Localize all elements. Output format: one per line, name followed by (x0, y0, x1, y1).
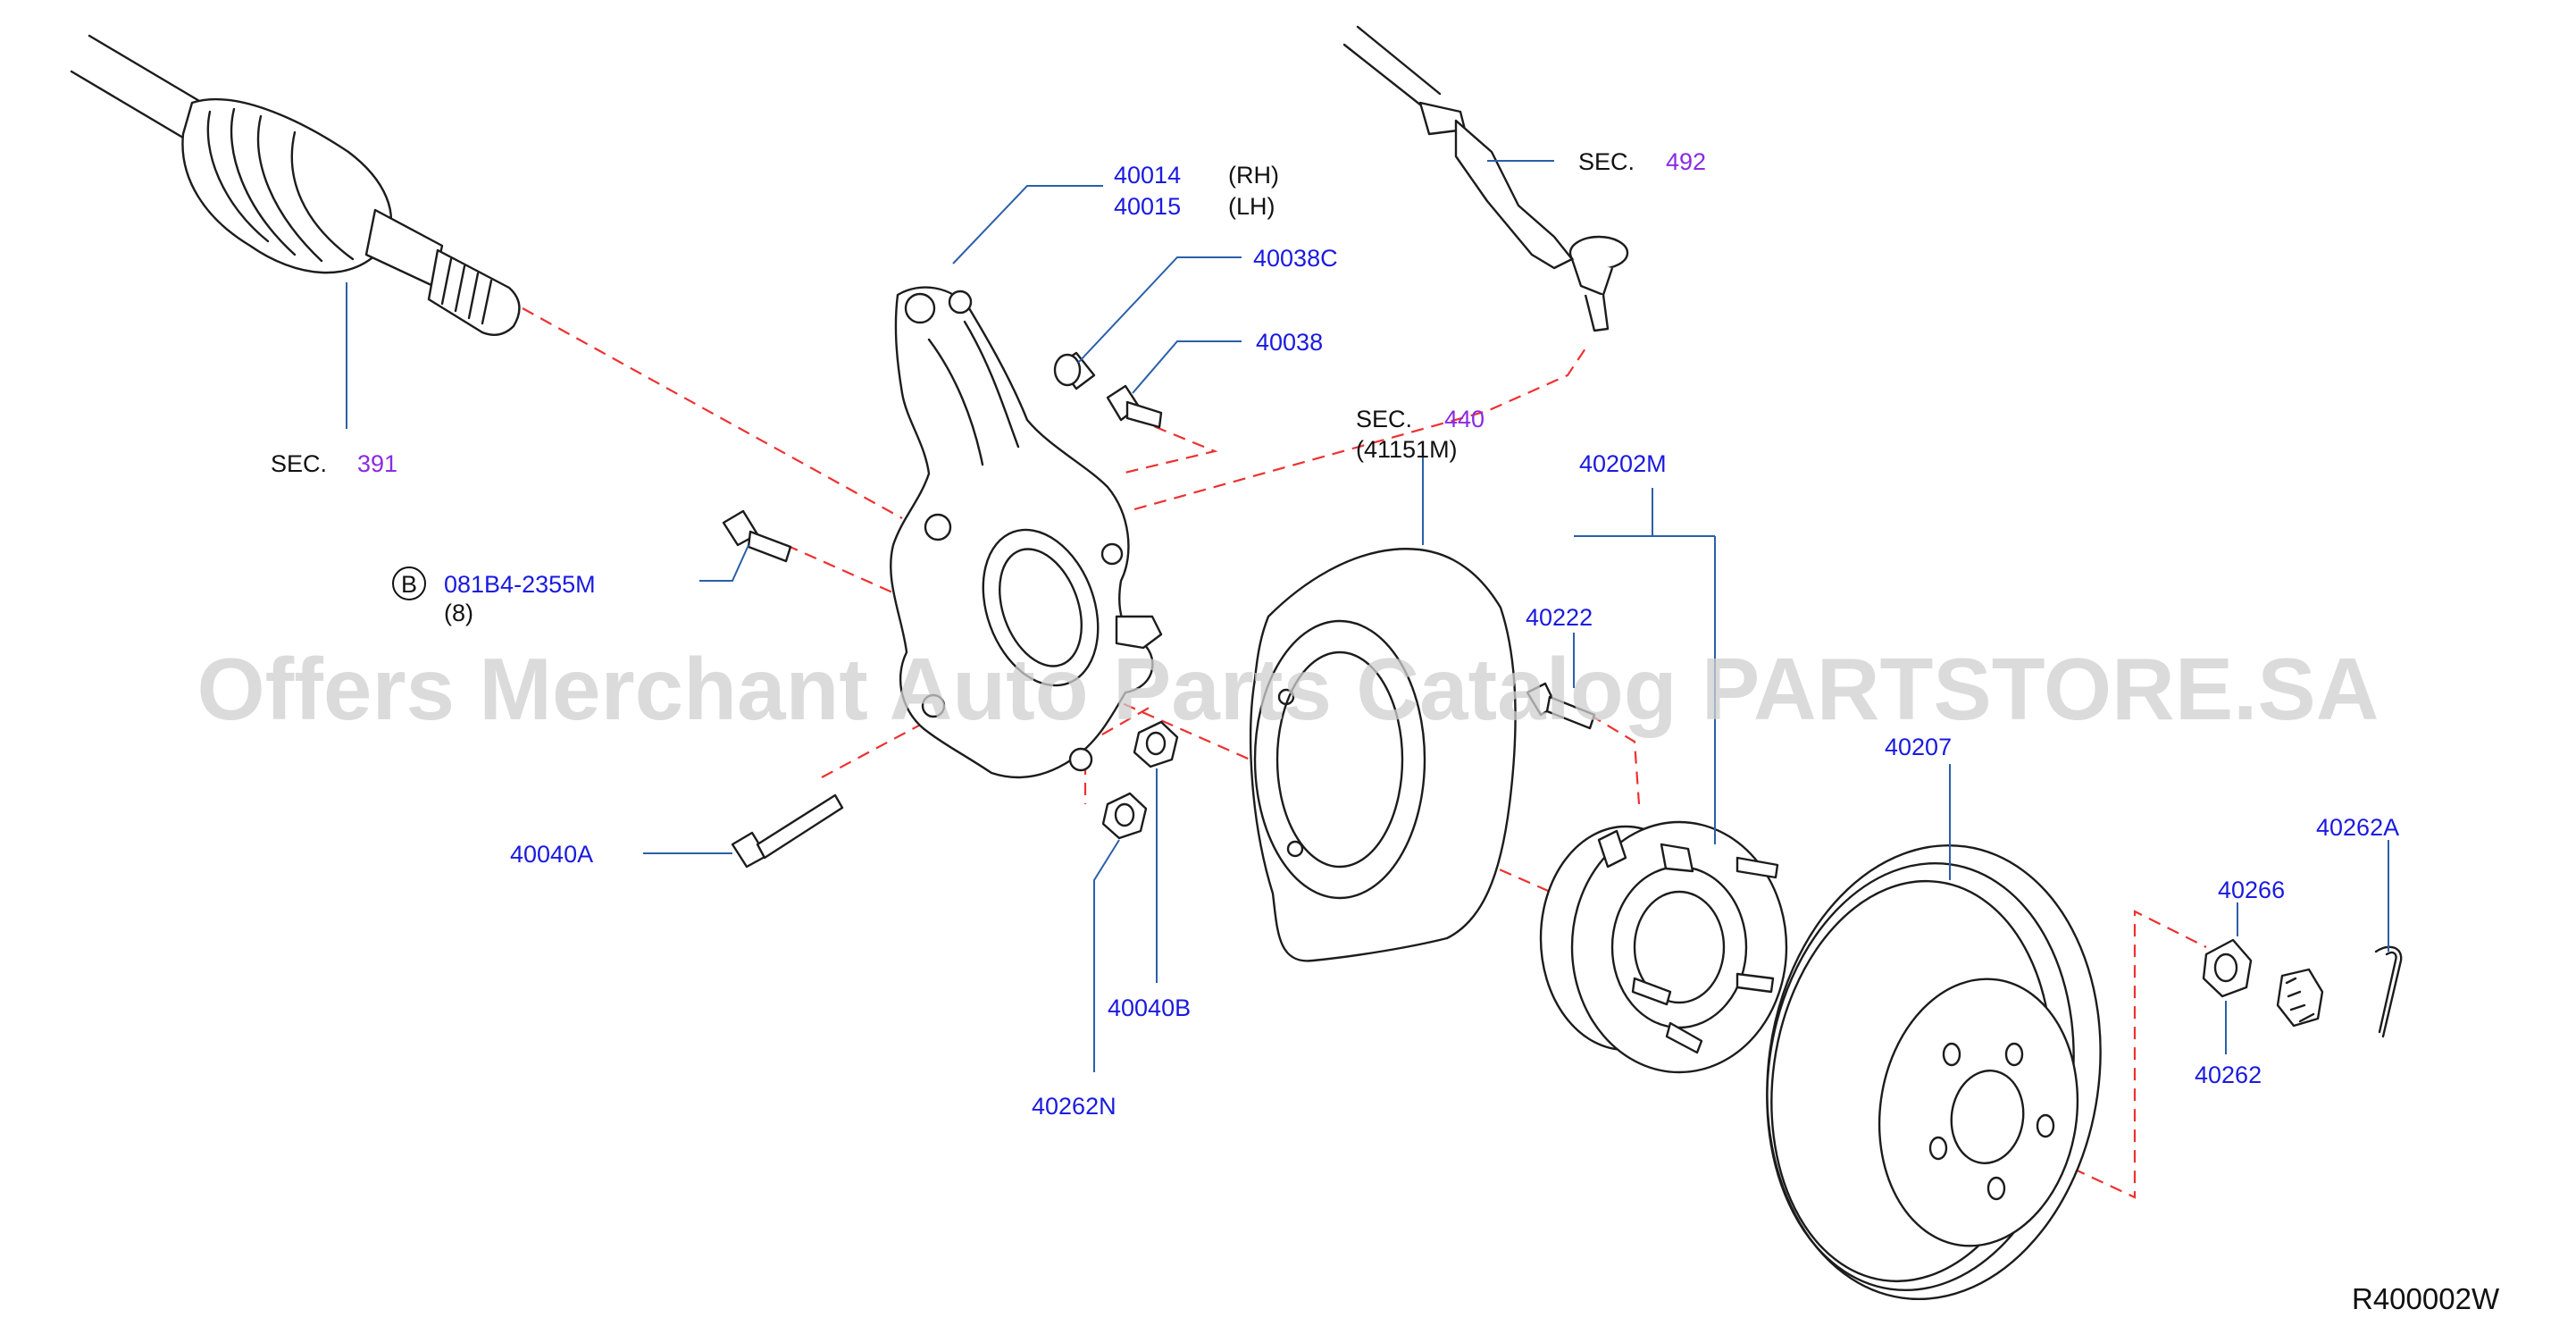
sec-440-link[interactable]: 440 (1444, 406, 1485, 432)
sec-440-sub: (41151M) (1356, 436, 1458, 463)
drive-shaft (70, 34, 521, 336)
nut-40040b (1133, 720, 1179, 768)
wheel-hub-bearing (1539, 820, 1788, 1074)
label-40262a[interactable]: 40262A (2316, 814, 2399, 841)
label-40040b[interactable]: 40040B (1108, 994, 1191, 1021)
label-40014[interactable]: 40014 (1114, 162, 1181, 189)
label-40040a[interactable]: 40040A (510, 841, 593, 868)
bolt-code-circle (392, 566, 426, 600)
cotter-pin-40262a (2374, 945, 2403, 1038)
nut-cap-40266 (2276, 968, 2324, 1028)
leader-lines (346, 160, 2389, 1072)
label-bolt-qty: (8) (444, 600, 473, 626)
label-40207[interactable]: 40207 (1885, 734, 1952, 760)
hub-bolt-40222 (1526, 682, 1596, 730)
tie-rod-end (1342, 25, 1629, 332)
sec-492-link[interactable]: 492 (1666, 148, 1706, 175)
label-40038[interactable]: 40038 (1256, 329, 1323, 356)
bolt-081b4 (722, 509, 792, 563)
bolt-40040a (731, 793, 844, 869)
bolt-code-letter: B (401, 571, 417, 598)
nut-40262n (1101, 792, 1148, 840)
label-40038c[interactable]: 40038C (1253, 245, 1338, 272)
bolt-40038 (1106, 384, 1163, 429)
bolt-code-callout: B (392, 566, 426, 600)
watermark: Offers Merchant Auto Parts Catalog PARTS… (197, 640, 2379, 738)
label-40222[interactable]: 40222 (1526, 604, 1593, 631)
sec-391-link[interactable]: 391 (357, 450, 397, 477)
brake-splash-guard (1249, 548, 1517, 962)
label-40014-side: (RH) (1228, 162, 1279, 189)
label-40266[interactable]: 40266 (2218, 877, 2285, 903)
bushing-40038c (1053, 351, 1096, 390)
steering-knuckle (890, 286, 1163, 779)
label-40015[interactable]: 40015 (1114, 193, 1181, 220)
axle-nut-40262 (2202, 938, 2253, 998)
brake-rotor (1766, 843, 2102, 1301)
sec-492-prefix: SEC. (1578, 148, 1635, 175)
diagram-code: R400002W (2352, 1282, 2500, 1315)
label-40262[interactable]: 40262 (2195, 1062, 2262, 1088)
sec-391-prefix: SEC. (271, 450, 327, 477)
label-081b4-2355m[interactable]: 081B4-2355M (444, 571, 596, 598)
sec-440-prefix: SEC. (1356, 406, 1412, 432)
label-40015-side: (LH) (1228, 193, 1275, 220)
label-40202m[interactable]: 40202M (1579, 450, 1667, 477)
label-40262n[interactable]: 40262N (1032, 1093, 1117, 1120)
